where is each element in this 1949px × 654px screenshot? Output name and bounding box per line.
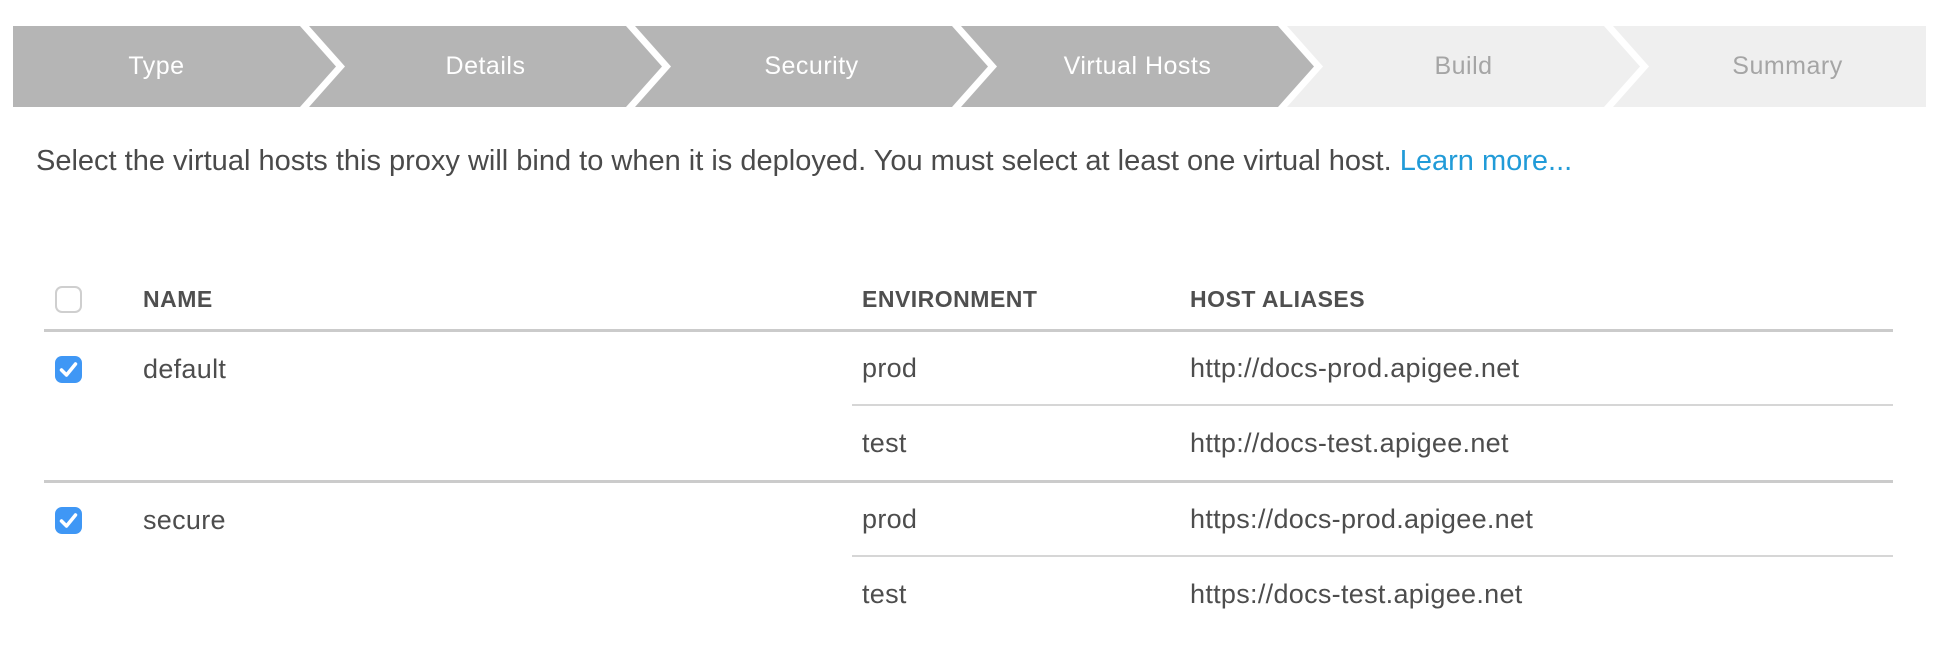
learn-more-link[interactable]: Learn more... xyxy=(1399,145,1573,177)
row-name: secure xyxy=(143,504,226,535)
instruction-text: Select the virtual hosts this proxy will… xyxy=(36,143,1949,179)
row-name: default xyxy=(143,353,227,384)
wizard-step-label: Build xyxy=(1434,52,1493,80)
virtual-hosts-table: NAME ENVIRONMENT HOST ALIASES default pr… xyxy=(44,269,1893,631)
select-all-cell xyxy=(44,285,143,313)
wizard-step[interactable]: Type xyxy=(13,26,336,107)
column-header-environment: ENVIRONMENT xyxy=(862,285,1038,312)
instruction-sentence: Select the virtual hosts this proxy will… xyxy=(36,145,1392,177)
table-row: secure prod https://docs-prod.apigee.net… xyxy=(44,483,1893,631)
wizard-step-label: Security xyxy=(764,52,859,80)
environment-value: prod xyxy=(852,483,1190,557)
table-row: default prod http://docs-prod.apigee.net… xyxy=(44,332,1893,480)
wizard-step[interactable]: Summary xyxy=(1613,26,1926,107)
environment-value: test xyxy=(862,578,907,609)
row-divider xyxy=(44,480,1893,483)
wizard-step[interactable]: Virtual Hosts xyxy=(961,26,1314,107)
environment-value: prod xyxy=(852,332,1190,406)
host-alias-value: http://docs-prod.apigee.net xyxy=(1190,332,1893,406)
row-checkbox-cell xyxy=(44,332,143,406)
wizard-step[interactable]: Details xyxy=(309,26,662,107)
wizard-step-label: Virtual Hosts xyxy=(1063,52,1212,80)
wizard-step[interactable]: Build xyxy=(1287,26,1640,107)
table-body: default prod http://docs-prod.apigee.net… xyxy=(44,329,1893,631)
wizard-step-label: Type xyxy=(128,52,185,80)
row-divider xyxy=(44,329,1893,332)
wizard-step-label: Summary xyxy=(1732,52,1843,80)
checkmark-icon xyxy=(59,361,78,377)
select-all-checkbox[interactable] xyxy=(55,285,82,313)
checkmark-icon xyxy=(59,512,78,528)
wizard-step-bar: Type Details Security Virtual Hosts Buil… xyxy=(13,26,1926,107)
row-checkbox-cell xyxy=(44,483,143,557)
column-header-host-aliases: HOST ALIASES xyxy=(1190,285,1366,312)
environment-value: test xyxy=(862,427,907,458)
table-header-row: NAME ENVIRONMENT HOST ALIASES xyxy=(44,269,1893,329)
wizard-step-label: Details xyxy=(445,52,526,80)
host-alias-value: http://docs-test.apigee.net xyxy=(1190,427,1509,458)
column-header-name: NAME xyxy=(143,285,213,312)
row-checkbox[interactable] xyxy=(55,506,82,534)
host-alias-value: https://docs-test.apigee.net xyxy=(1190,578,1523,609)
row-checkbox[interactable] xyxy=(55,355,82,383)
host-alias-value: https://docs-prod.apigee.net xyxy=(1190,483,1893,557)
wizard-step[interactable]: Security xyxy=(635,26,988,107)
